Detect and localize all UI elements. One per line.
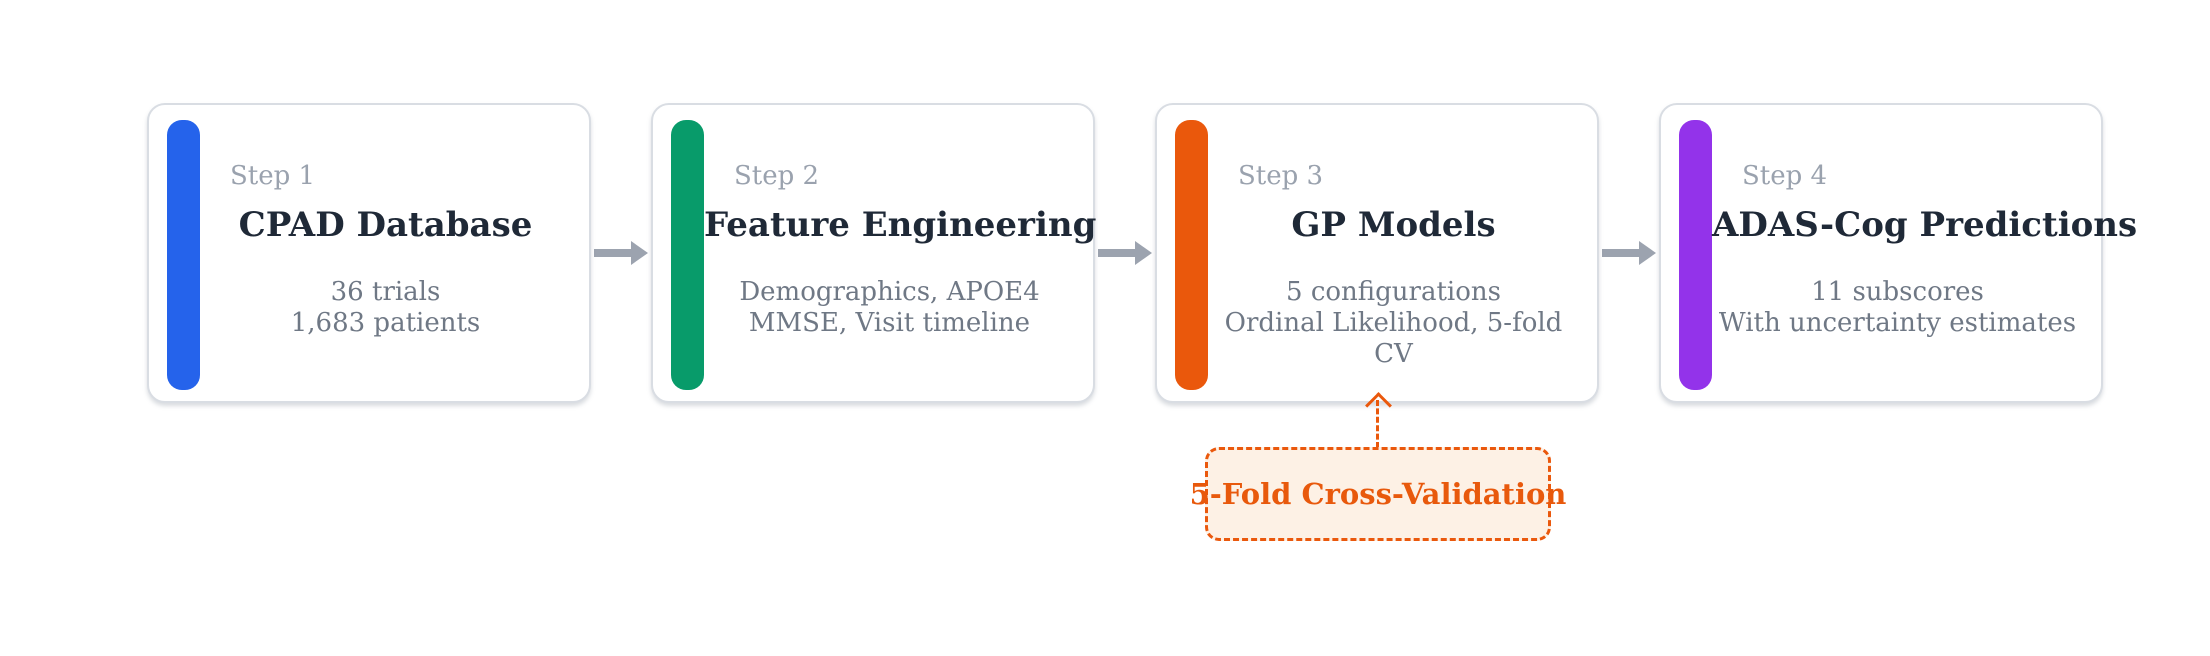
step-2-content: Step 2 Feature Engineering Demographics,… [704, 105, 1097, 401]
step-1-label: Step 1 [230, 161, 316, 191]
step-1-accent-bar [167, 120, 200, 390]
arrow-shaft [594, 249, 632, 257]
step-3-detail-line-2: Ordinal Likelihood, 5-fold CV [1224, 308, 1563, 369]
step-4-details: 11 subscores With uncertainty estimates [1712, 277, 2083, 339]
step-4-detail-line-1: 11 subscores [1811, 277, 1984, 307]
step-2-title: Feature Engineering [704, 205, 1097, 245]
step-4-accent-bar [1679, 120, 1712, 390]
step-3-detail-line-1: 5 configurations [1286, 277, 1501, 307]
arrow-right-icon [631, 241, 648, 265]
arrow-shaft [1602, 249, 1640, 257]
step-card-1: Step 1 CPAD Database 36 trials 1,683 pat… [147, 103, 591, 403]
step-4-content: Step 4 ADAS-Cog Predictions 11 subscores… [1712, 105, 2138, 401]
step-1-content: Step 1 CPAD Database 36 trials 1,683 pat… [200, 105, 571, 401]
step-card-4: Step 4 ADAS-Cog Predictions 11 subscores… [1659, 103, 2138, 403]
step-3-label: Step 3 [1238, 161, 1324, 191]
step-2-details: Demographics, APOE4 MMSE, Visit timeline [704, 277, 1075, 339]
step-card-2: Step 2 Feature Engineering Demographics,… [651, 103, 1097, 403]
arrow-right-icon [1135, 241, 1152, 265]
step-4-title: ADAS-Cog Predictions [1712, 205, 2138, 245]
flow-arrow-3 [1599, 103, 1659, 403]
step-4-detail-line-2: With uncertainty estimates [1718, 308, 2077, 338]
step-3-title: GP Models [1291, 205, 1496, 245]
arrow-right-icon [1639, 241, 1656, 265]
step-1-details: 36 trials 1,683 patients [200, 277, 571, 339]
step-1-title: CPAD Database [238, 205, 533, 245]
arrow-shaft [1098, 249, 1136, 257]
cv-annotation-label: 5-Fold Cross-Validation [1189, 477, 1567, 511]
step-2-accent-bar [671, 120, 704, 390]
cv-annotation-box: 5-Fold Cross-Validation [1190, 447, 1566, 541]
step-2-detail-line-2: MMSE, Visit timeline [748, 308, 1031, 338]
step-4-label: Step 4 [1742, 161, 1828, 191]
flow-arrow-2 [1095, 103, 1155, 403]
step-3-accent-bar [1175, 120, 1208, 390]
step-1-detail-line-1: 36 trials [330, 277, 441, 307]
step-3-details: 5 configurations Ordinal Likelihood, 5-f… [1208, 277, 1579, 370]
step-2-detail-line-1: Demographics, APOE4 [739, 277, 1040, 307]
pipeline-flow: Step 1 CPAD Database 36 trials 1,683 pat… [147, 103, 2138, 403]
step-card-3: Step 3 GP Models 5 configurations Ordina… [1155, 103, 1599, 403]
cv-annotation-arrow-line [1376, 400, 1379, 448]
step-3-content: Step 3 GP Models 5 configurations Ordina… [1208, 105, 1579, 401]
step-1-detail-line-2: 1,683 patients [290, 308, 481, 338]
flow-arrow-1 [591, 103, 651, 403]
step-2-label: Step 2 [734, 161, 820, 191]
